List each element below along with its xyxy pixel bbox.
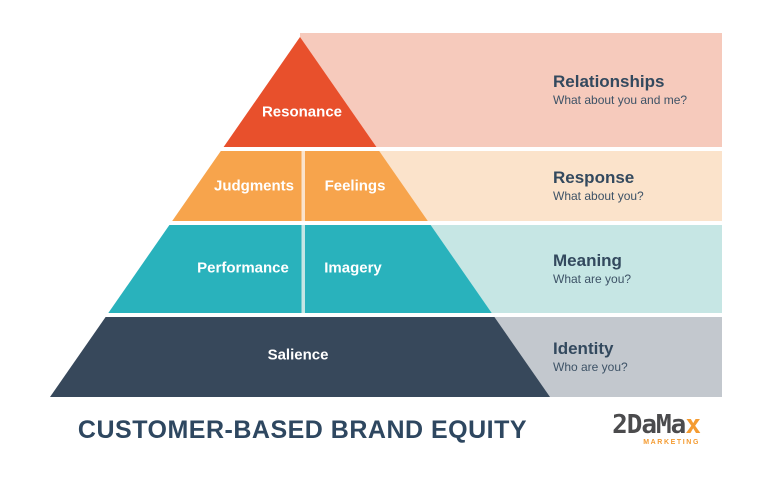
stage-question: What are you? xyxy=(553,271,632,286)
logo-text-accent: x xyxy=(685,410,701,440)
stage-title: Response xyxy=(553,167,635,187)
block-label-performance: Performance xyxy=(197,260,289,277)
logo-subtext: MARKETING xyxy=(643,439,700,446)
pyramid-block-judgments xyxy=(172,151,302,221)
stage-title: Meaning xyxy=(553,250,622,270)
block-label-imagery: Imagery xyxy=(324,260,382,277)
stage-question: Who are you? xyxy=(553,359,628,374)
block-label-judgments: Judgments xyxy=(214,178,294,195)
pyramid-block-imagery xyxy=(305,225,492,313)
logo-text-dark: 2DaMa xyxy=(612,410,686,440)
stage-label-relationships: Relationships What about you and me? xyxy=(553,72,687,108)
logo: 2DaMax MARKETING xyxy=(574,410,701,446)
block-label-salience: Salience xyxy=(268,347,329,364)
stage-band-relationships xyxy=(300,33,722,147)
stage-label-identity: Identity Who are you? xyxy=(553,339,628,375)
page-title: CUSTOMER-BASED BRAND EQUITY xyxy=(77,416,528,444)
pyramid-block-performance xyxy=(108,225,302,313)
stage-label-response: Response What about you? xyxy=(553,168,644,204)
block-label-resonance: Resonance xyxy=(262,104,342,121)
block-label-feelings: Feelings xyxy=(325,178,386,195)
stage-label-meaning: Meaning What are you? xyxy=(553,251,631,287)
logo-wordmark: 2DaMax xyxy=(612,410,701,440)
pyramid-block-salience xyxy=(50,317,550,397)
stage-question: What about you? xyxy=(553,188,644,203)
pyramid-block-feelings xyxy=(305,151,428,221)
pyramid-block-resonance xyxy=(223,37,377,147)
stage-title: Relationships xyxy=(553,71,665,91)
stage-title: Identity xyxy=(553,338,614,358)
stage-question: What about you and me? xyxy=(553,92,688,107)
